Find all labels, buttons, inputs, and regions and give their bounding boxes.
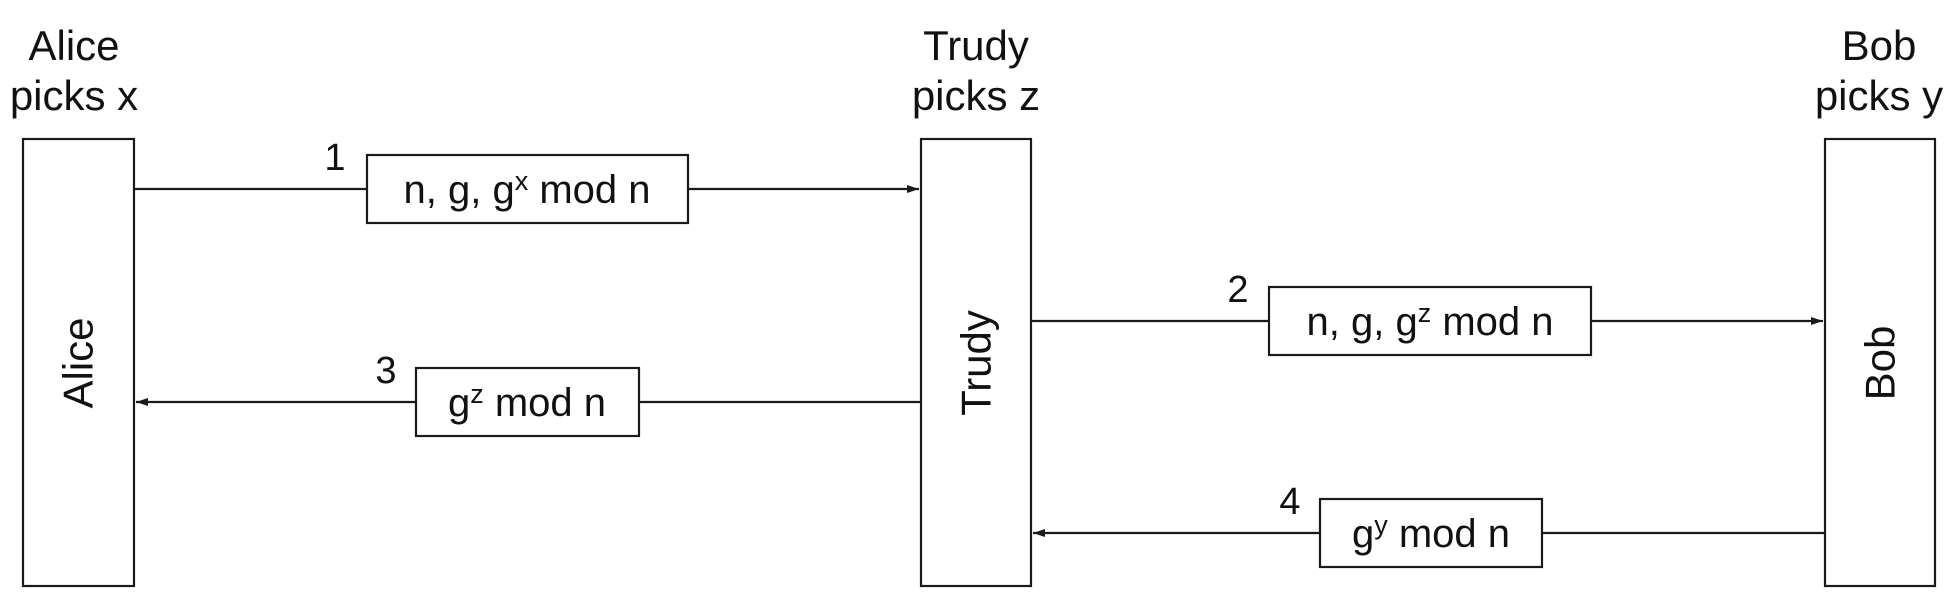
message-1-label: n, g, gx mod n (404, 166, 651, 212)
bob-box: Bob (1823, 137, 1937, 588)
message-1-prefix: n, g, g (404, 168, 515, 212)
trudy-caption-line1: Trudy (923, 22, 1029, 69)
message-2: n, g, gz mod n 2 (1031, 269, 1823, 357)
message-1-box (365, 153, 690, 225)
alice-caption: Alice picks x (10, 22, 138, 119)
alice-box-label: Alice (55, 317, 102, 408)
bob-caption: Bob picks y (1815, 22, 1943, 119)
message-2-box (1267, 285, 1593, 357)
message-4-suffix: mod n (1388, 512, 1510, 556)
alice-caption-line1: Alice (28, 22, 119, 69)
trudy-caption: Trudy picks z (912, 22, 1040, 119)
message-4-box (1318, 497, 1544, 569)
message-4-step: 4 (1279, 481, 1300, 523)
message-1-step: 1 (324, 137, 345, 179)
trudy-caption-line2: picks z (912, 72, 1040, 119)
alice-box: Alice (21, 137, 136, 588)
message-2-label: n, g, gz mod n (1307, 298, 1554, 344)
bob-caption-line1: Bob (1842, 22, 1917, 69)
message-2-prefix: n, g, g (1307, 300, 1418, 344)
message-3-sup: z (470, 379, 484, 409)
trudy-box-label: Trudy (953, 310, 1000, 416)
message-3-label: gz mod n (448, 379, 606, 425)
message-3: gz mod n 3 (136, 350, 921, 438)
message-1: n, g, gx mod n 1 (134, 137, 919, 225)
bob-box-label: Bob (1857, 326, 1904, 401)
message-4: gy mod n 4 (1033, 481, 1825, 569)
alice-caption-line2: picks x (10, 72, 138, 119)
message-1-suffix: mod n (528, 168, 650, 212)
trudy-box: Trudy (919, 137, 1033, 588)
message-2-step: 2 (1227, 269, 1248, 311)
message-4-label: gy mod n (1352, 510, 1510, 556)
message-4-sup: y (1374, 510, 1388, 540)
message-2-sup: z (1418, 298, 1432, 328)
message-3-box (414, 366, 641, 438)
message-3-prefix: g (448, 381, 470, 425)
message-4-prefix: g (1352, 512, 1374, 556)
message-3-step: 3 (375, 350, 396, 392)
message-2-suffix: mod n (1431, 300, 1553, 344)
message-1-sup: x (515, 166, 529, 196)
message-3-suffix: mod n (484, 381, 606, 425)
bob-caption-line2: picks y (1815, 72, 1943, 119)
